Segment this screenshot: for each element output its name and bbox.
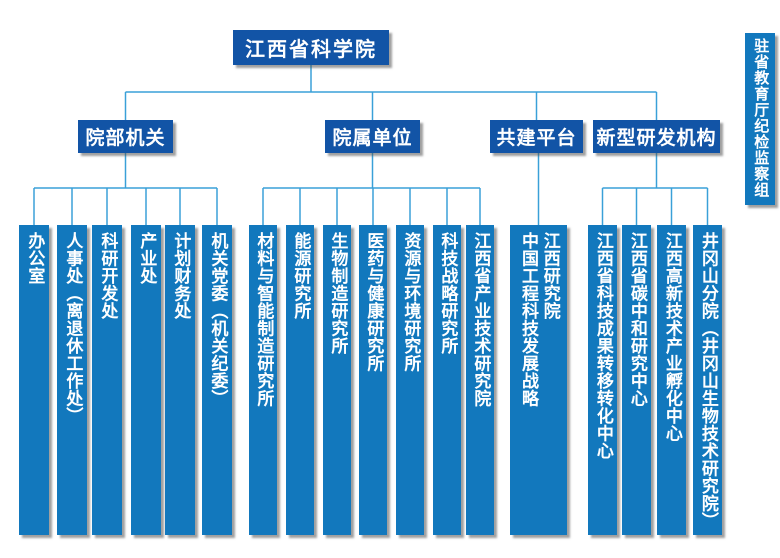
leaf-label: 办公室 <box>25 232 45 285</box>
leaf-box: 生物制造研究所 <box>323 225 351 535</box>
leaf-label: 产业处 <box>137 232 157 285</box>
leaf-label: 材料与智能制造研究所 <box>254 232 274 407</box>
leaf-box: 井冈山分院（井冈山生物技术研究院） <box>693 225 722 535</box>
leaf-box-wide: 中国工程科技发展战略 江西研究院 <box>510 225 567 535</box>
leaf-label: 江西省产业技术研究院 <box>471 232 491 407</box>
leaf-box: 产业处 <box>131 225 161 535</box>
leaf-box: 能源研究所 <box>286 225 314 535</box>
leaf-label: 资源与环境研究所 <box>401 232 421 372</box>
leaf-label: 医药与健康研究所 <box>364 232 384 372</box>
leaf-label: 井冈山分院（井冈山生物技术研究院） <box>698 232 718 530</box>
group-label: 新型研发机构 <box>596 128 717 149</box>
group-box-institutes: 院属单位 <box>325 120 420 153</box>
group-box-platforms: 共建平台 <box>490 120 583 153</box>
root-box: 江西省科学院 <box>233 30 389 65</box>
leaf-label-line-2: 江西研究院 <box>540 232 560 320</box>
leaf-label: 江西省科技成果转移转化中心 <box>593 232 613 460</box>
side-box-inspection-group: 驻省教育厅纪检监察组 <box>745 33 775 205</box>
leaf-label: 生物制造研究所 <box>328 232 348 355</box>
group-box-new-rd: 新型研发机构 <box>593 120 720 153</box>
leaf-label: 江西省碳中和研究中心 <box>627 232 647 407</box>
leaf-box: 科技战略研究所 <box>433 225 461 535</box>
leaf-label-line-1: 中国工程科技发展战略 <box>519 232 538 407</box>
group-label: 院属单位 <box>332 128 413 149</box>
leaf-box: 医药与健康研究所 <box>359 225 387 535</box>
leaf-label: 人事处（离退休工作处） <box>63 232 83 425</box>
leaf-box: 江西高新技术产业孵化中心 <box>657 225 686 535</box>
leaf-box: 江西省科技成果转移转化中心 <box>588 225 617 535</box>
group-label: 院部机关 <box>85 128 166 149</box>
group-label: 共建平台 <box>496 128 577 149</box>
leaf-label: 科技战略研究所 <box>438 232 458 355</box>
group-box-headquarters: 院部机关 <box>78 120 173 153</box>
leaf-label: 机关党委（机关纪委） <box>208 232 228 407</box>
side-box-label: 驻省教育厅纪检监察组 <box>752 38 770 198</box>
root-label: 江西省科学院 <box>245 39 377 61</box>
leaf-box: 机关党委（机关纪委） <box>202 225 232 535</box>
leaf-box: 办公室 <box>19 225 49 535</box>
leaf-label: 计划财务处 <box>171 232 191 320</box>
leaf-label: 科研开发处 <box>98 232 118 320</box>
leaf-box: 材料与智能制造研究所 <box>249 225 277 535</box>
leaf-box: 资源与环境研究所 <box>396 225 424 535</box>
leaf-box: 人事处（离退休工作处） <box>57 225 87 535</box>
leaf-box: 计划财务处 <box>165 225 195 535</box>
leaf-box: 科研开发处 <box>92 225 122 535</box>
leaf-box: 江西省碳中和研究中心 <box>622 225 651 535</box>
leaf-label: 能源研究所 <box>291 232 311 320</box>
leaf-label: 江西高新技术产业孵化中心 <box>662 232 682 442</box>
leaf-box: 江西省产业技术研究院 <box>466 225 494 535</box>
